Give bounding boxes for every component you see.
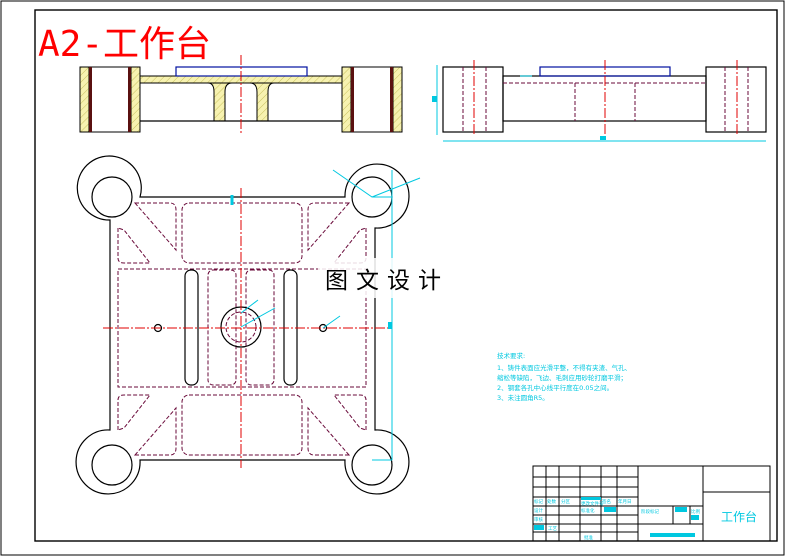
requirement-item: 3、未注圆角R5。 (497, 393, 549, 402)
tb-label: 标准化 (581, 507, 595, 514)
tb-label: 阶段标记 (641, 508, 659, 515)
tb-label: 设计 (534, 507, 543, 514)
tb-label: 批准 (584, 534, 593, 541)
tb-label: 更改文件号 (581, 500, 604, 507)
front-section-view (79, 55, 403, 135)
drawing-title: A2-工作台 (38, 24, 211, 65)
tb-label: 分区 (561, 498, 570, 505)
tb-label: 比例 (691, 508, 700, 515)
tb-label: 年月日 (618, 498, 632, 505)
watermark-text: 图文设计 (325, 268, 449, 294)
technical-requirements: 技术要求: 1、铸件表面应光滑平整，不得有夹渣、气孔、 缩松等缺陷，飞边、毛刺应… (497, 351, 631, 402)
requirement-item: 2、钢套各孔中心线平行度在0.05之间。 (497, 383, 613, 392)
tb-label: 工艺 (548, 526, 557, 532)
drawing-frame (34, 9, 778, 542)
tb-label: 审核 (534, 516, 543, 523)
side-view (432, 60, 767, 142)
part-name: 工作台 (721, 509, 757, 524)
requirement-item: 1、铸件表面应光滑平整，不得有夹渣、气孔、 (497, 363, 631, 372)
requirements-heading: 技术要求: (497, 351, 525, 360)
tb-label: 标记 (534, 498, 543, 505)
tb-label: 处数 (547, 498, 556, 505)
tb-label: 签名 (602, 498, 611, 505)
requirement-item: 缩松等缺陷，飞边、毛刺应用砂轮打磨平滑； (497, 373, 627, 382)
plan-view (75, 155, 421, 495)
title-block: 标记 处数 分区 更改文件号 签名 年月日 设计 标准化 阶段标记 比例 审核 … (532, 465, 771, 542)
